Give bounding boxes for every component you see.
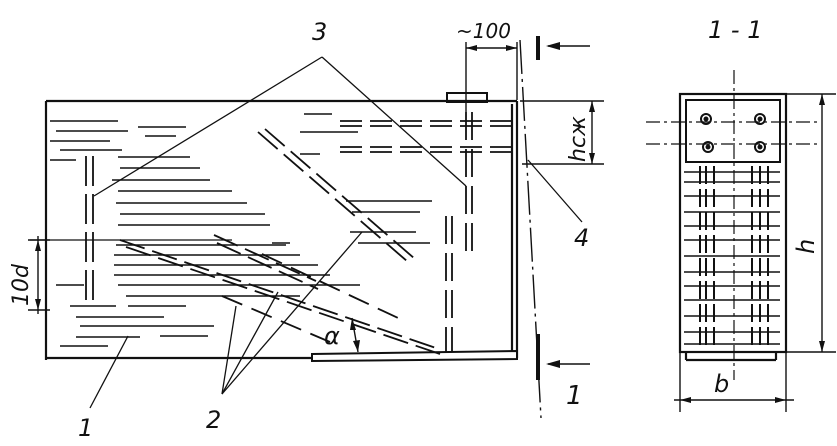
concrete-hatching — [50, 113, 432, 347]
section-hatching — [684, 171, 780, 345]
anchor-holes — [700, 113, 766, 153]
dim-100 — [465, 42, 518, 112]
beam-outline — [44, 99, 519, 360]
angle-label: α — [324, 322, 340, 350]
top-bearing-plate — [446, 92, 488, 103]
dim-hsj-label: hсж — [566, 116, 591, 162]
dim-hsj — [520, 100, 604, 165]
leader-lines — [89, 56, 583, 409]
dim-10d — [28, 236, 50, 314]
anchorage-bars — [340, 120, 520, 153]
ref-label-3: 3 — [312, 18, 327, 46]
dim-h — [786, 93, 836, 353]
section-cut-top — [536, 36, 590, 60]
section-view: 1 - 1 — [646, 16, 836, 412]
rebar-vertical-left — [85, 156, 94, 302]
section-outline — [678, 92, 788, 362]
section-title: 1 - 1 — [708, 16, 762, 44]
dim-100-label: ~100 — [456, 19, 511, 43]
dim-b-label: b — [714, 370, 729, 398]
bottom-bearing-plate — [311, 349, 518, 363]
inclined-rebars-lower — [221, 253, 399, 343]
ref-label-4: 4 — [574, 224, 589, 252]
beam-elevation: 1 ~100 hсж 10d — [9, 18, 604, 442]
rebar-vertical-right — [445, 112, 473, 352]
angle-marker — [350, 317, 360, 353]
dim-h-label: h — [792, 239, 820, 254]
ref-label-1: 1 — [78, 414, 93, 442]
inclined-rebars — [119, 128, 441, 355]
section-mark-label: 1 — [566, 381, 583, 411]
section-rebars — [699, 166, 769, 350]
ref-label-2: 2 — [206, 406, 221, 434]
section-cut-bottom — [536, 334, 590, 380]
section-centerlines — [646, 70, 820, 380]
dim-10d-label: 10d — [9, 263, 34, 306]
dim-b — [674, 352, 794, 412]
